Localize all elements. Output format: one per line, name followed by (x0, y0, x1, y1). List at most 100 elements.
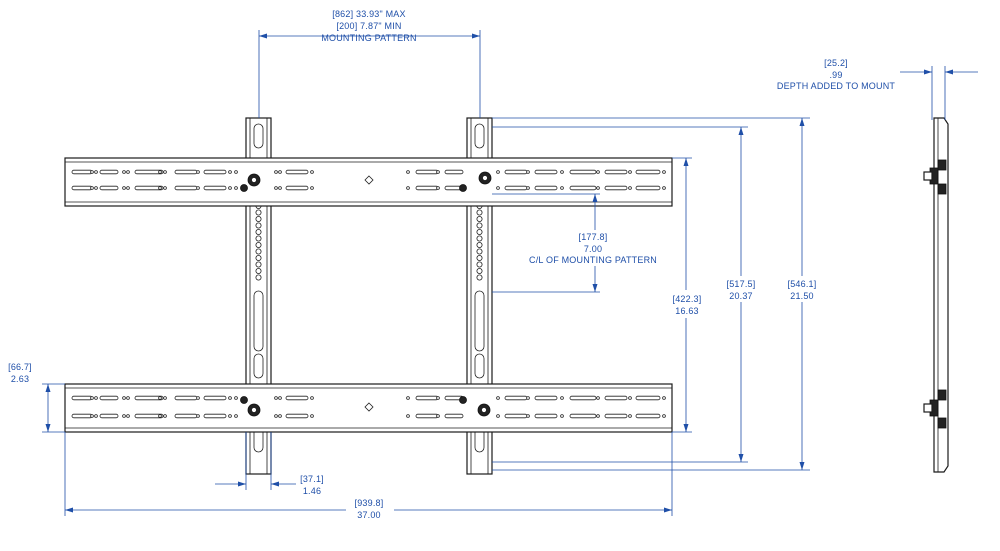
rail-slot (504, 169, 528, 175)
upright-slots (253, 123, 485, 453)
rail-hole (122, 414, 126, 418)
rail-slot (174, 185, 198, 191)
rail-hole (310, 186, 314, 190)
rail-hole (496, 414, 500, 418)
upright-hole (476, 228, 483, 235)
rail-hole (90, 170, 94, 174)
cl-in-label: 7.00 (584, 244, 602, 254)
rail-hole (560, 186, 564, 190)
rail-slot (99, 395, 119, 401)
rail-slot (174, 395, 198, 401)
rail-slot (71, 395, 93, 401)
rail-slot (504, 395, 528, 401)
rail-hole (163, 170, 167, 174)
rail-hole (560, 414, 564, 418)
rail-hole (158, 170, 162, 174)
rail-hole (596, 170, 600, 174)
rail-slot (444, 169, 464, 175)
rail-slot (534, 169, 558, 175)
rail-slot (415, 413, 439, 419)
rail-hole (94, 414, 98, 418)
h422-mm-label: [422.3] (673, 294, 702, 304)
rail-hole (126, 396, 130, 400)
upright-hole (476, 215, 483, 222)
rail-slot (134, 413, 164, 419)
rail-slot (71, 185, 93, 191)
rail-hole (122, 396, 126, 400)
rail-hole (662, 396, 666, 400)
upright-in-label: 1.46 (303, 486, 321, 496)
upright-hole (255, 241, 262, 248)
rail-hole (228, 170, 232, 174)
rail-slot (534, 185, 558, 191)
rail-slot (99, 185, 119, 191)
rail-slot (285, 169, 309, 175)
rail-hole (436, 186, 440, 190)
center-mark-top (364, 175, 374, 185)
rail-slot (203, 395, 227, 401)
rail-slot (71, 413, 93, 419)
rail-hole (596, 186, 600, 190)
rail-hole (94, 170, 98, 174)
rail-hole (560, 396, 564, 400)
side-view (923, 117, 949, 473)
rail-hole (526, 186, 530, 190)
upright-hole (476, 235, 483, 242)
pattern-title-label: MOUNTING PATTERN (321, 33, 416, 43)
rail-slot (569, 413, 597, 419)
rail-slot (134, 169, 164, 175)
rail-hole (196, 396, 200, 400)
side-hook-bottom (923, 389, 947, 429)
rail-slot (635, 169, 661, 175)
rail-hole (274, 186, 278, 190)
pattern-min-label: [200] 7.87" MIN (336, 21, 401, 31)
rail-hole (122, 170, 126, 174)
rail-mm-label: [66.7] (8, 362, 32, 372)
rail-hole (436, 170, 440, 174)
upright-hole (255, 228, 262, 235)
upright-hole (476, 222, 483, 229)
width-mm-label: [939.8] (355, 498, 384, 508)
dimension-lines (42, 30, 978, 516)
rail-slot (134, 185, 164, 191)
upright-hole (476, 241, 483, 248)
h422-in-label: 16.63 (675, 306, 699, 316)
rail-hole (662, 414, 666, 418)
rail-hole (126, 170, 130, 174)
rail-hole (496, 186, 500, 190)
rail-hole (436, 396, 440, 400)
rail-hole (94, 186, 98, 190)
rail-slot (604, 185, 628, 191)
rail-hole (406, 396, 410, 400)
rail-hole (496, 396, 500, 400)
rail-hole (196, 186, 200, 190)
rail-hole (278, 186, 282, 190)
rail-hole (278, 170, 282, 174)
rail-hole (628, 170, 632, 174)
rail-slots (71, 169, 666, 419)
rail-hole (274, 396, 278, 400)
depth-mm-label: [25.2] (824, 58, 848, 68)
side-hook-top (923, 159, 947, 195)
rail-hole (406, 414, 410, 418)
rail-slot (504, 413, 528, 419)
upright-hole (476, 267, 483, 274)
rail-hole (560, 170, 564, 174)
width-in-label: 37.00 (357, 510, 381, 520)
rail-hole (496, 170, 500, 174)
h517-mm-label: [517.5] (727, 279, 756, 289)
upright-mm-label: [37.1] (300, 474, 324, 484)
rail-slot (569, 185, 597, 191)
rail-hole (310, 170, 314, 174)
rail-hole (662, 186, 666, 190)
rail-slot (635, 395, 661, 401)
rail-hole (126, 186, 130, 190)
rail-hole (526, 414, 530, 418)
rail-slot (604, 169, 628, 175)
rail-slot (444, 413, 464, 419)
rail-hole (163, 186, 167, 190)
pattern-max-label: [862] 33.93" MAX (332, 9, 405, 19)
rail-hole (196, 414, 200, 418)
h517-in-label: 20.37 (729, 291, 753, 301)
rail-hole (436, 414, 440, 418)
